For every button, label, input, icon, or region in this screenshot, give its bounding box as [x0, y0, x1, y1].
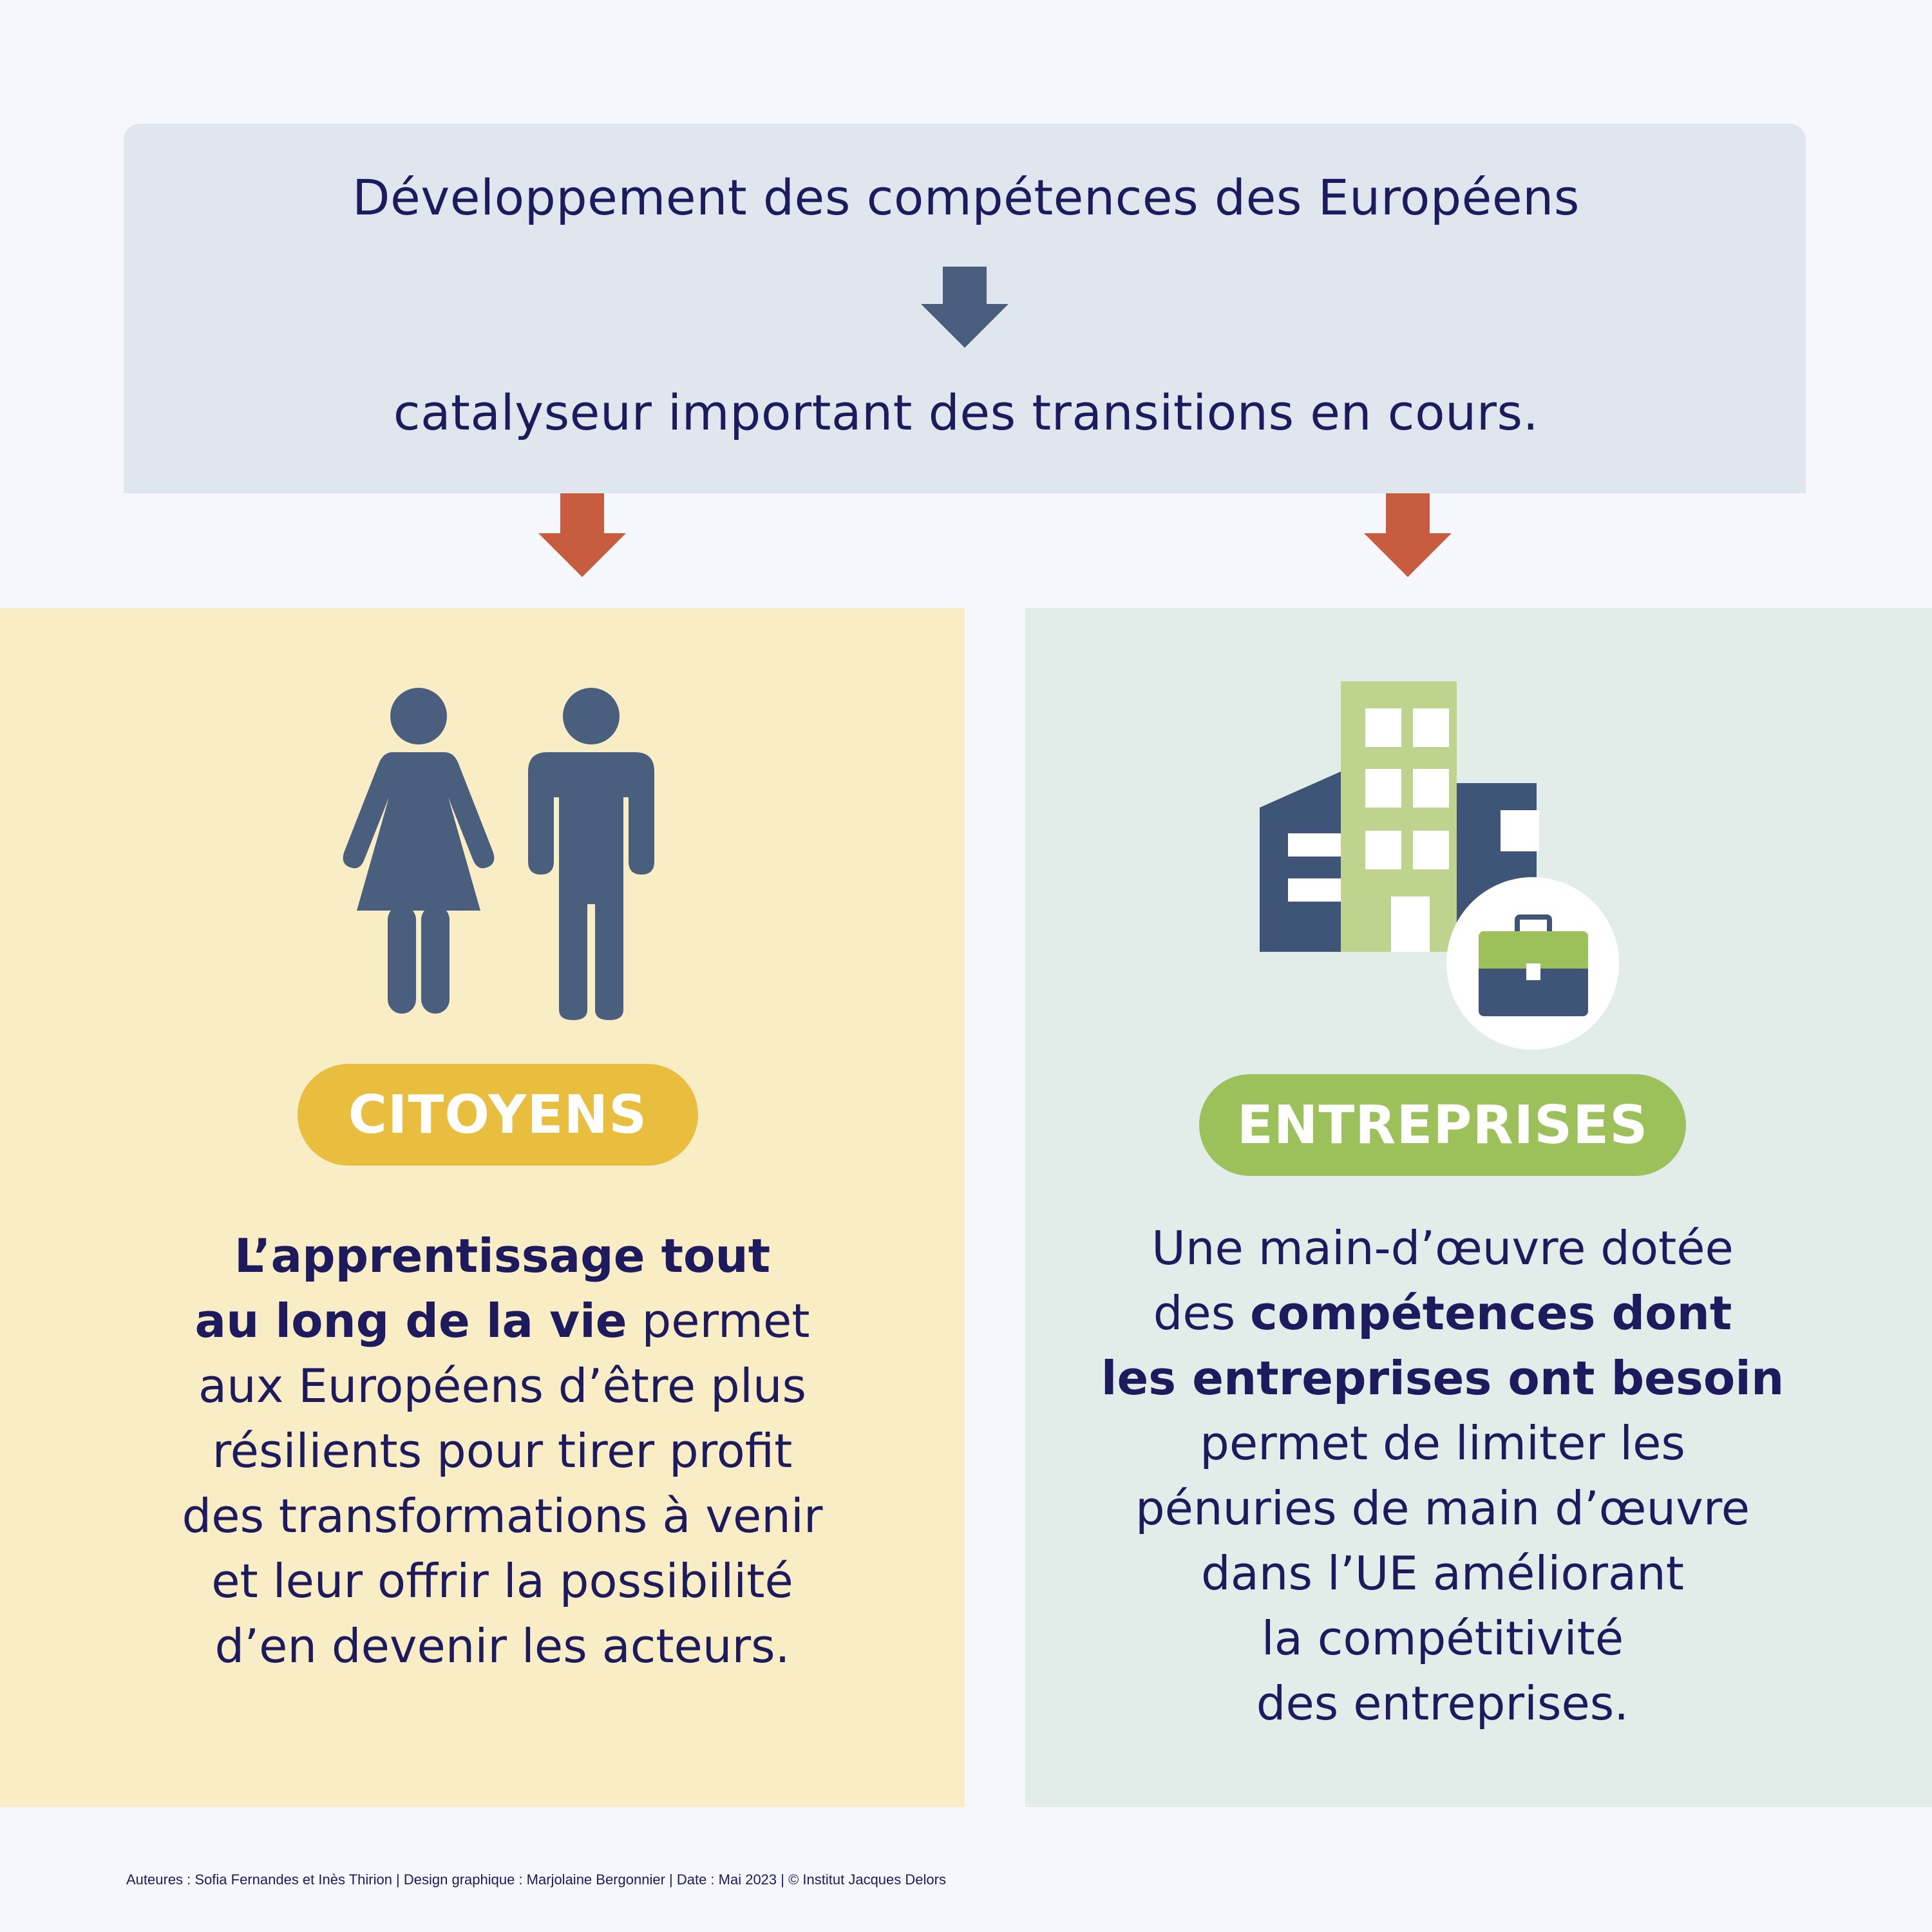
text-line: Une main-d’œuvre dotée — [1056, 1216, 1829, 1281]
text-line: L’apprentissage tout — [103, 1224, 902, 1289]
text-segment: permet de limiter les — [1200, 1416, 1685, 1470]
text-line: au long de la vie permet — [103, 1289, 902, 1354]
text-segment: permet — [627, 1294, 810, 1348]
text-segment: des — [1153, 1286, 1251, 1340]
text-line: résilients pour tirer profit — [103, 1419, 902, 1484]
text-segment: la compétitivité — [1261, 1611, 1624, 1665]
text-line: les entreprises ont besoin — [1056, 1346, 1829, 1411]
companies-label-badge: ENTREPRISES — [1199, 1074, 1686, 1176]
bold-text: au long de la vie — [194, 1294, 627, 1348]
header-title: Développement des compétences des Europé… — [352, 169, 1580, 226]
citizens-panel — [0, 608, 965, 1807]
text-line: et leur offrir la possibilité — [103, 1549, 902, 1614]
down-arrow-icon — [921, 267, 1009, 348]
text-line: aux Européens d’être plus — [103, 1354, 902, 1419]
text-segment: aux Européens d’être plus — [198, 1359, 806, 1413]
text-line: d’en devenir les acteurs. — [103, 1614, 902, 1679]
footer-credits: Auteures : Sofia Fernandes et Inès Thiri… — [126, 1871, 946, 1888]
text-line: pénuries de main d’œuvre — [1056, 1476, 1829, 1541]
citizens-label-badge: CITOYENS — [298, 1064, 698, 1166]
text-segment: des entreprises. — [1256, 1676, 1629, 1730]
text-segment: Une main-d’œuvre dotée — [1151, 1221, 1734, 1275]
down-arrow-right-icon — [1364, 493, 1452, 577]
text-line: dans l’UE améliorant — [1056, 1541, 1829, 1606]
text-line: permet de limiter les — [1056, 1411, 1829, 1476]
text-segment: pénuries de main d’œuvre — [1135, 1481, 1750, 1535]
bold-text: les entreprises ont besoin — [1101, 1351, 1785, 1405]
buildings-briefcase-icon — [1260, 681, 1619, 1050]
down-arrow-left-icon — [538, 493, 626, 577]
citizens-description: L’apprentissage tout au long de la vie pe… — [103, 1224, 902, 1679]
people-icon — [343, 688, 654, 1020]
bold-text: L’apprentissage tout — [234, 1229, 771, 1283]
text-segment: des transformations à venir — [182, 1489, 823, 1543]
bold-text: compétences dont — [1250, 1286, 1732, 1340]
text-segment: dans l’UE améliorant — [1200, 1546, 1685, 1600]
text-line: des compétences dont — [1056, 1281, 1829, 1346]
companies-description: Une main-d’œuvre dotée des compétences do… — [1056, 1216, 1829, 1736]
text-segment: d’en devenir les acteurs. — [214, 1619, 790, 1673]
text-line: des entreprises. — [1056, 1671, 1829, 1736]
text-segment: et leur offrir la possibilité — [211, 1554, 793, 1608]
header-subtitle: catalyseur important des transitions en … — [393, 384, 1539, 441]
text-segment: résilients pour tirer profit — [212, 1424, 793, 1478]
text-line: la compétitivité — [1056, 1606, 1829, 1671]
text-line: des transformations à venir — [103, 1484, 902, 1549]
